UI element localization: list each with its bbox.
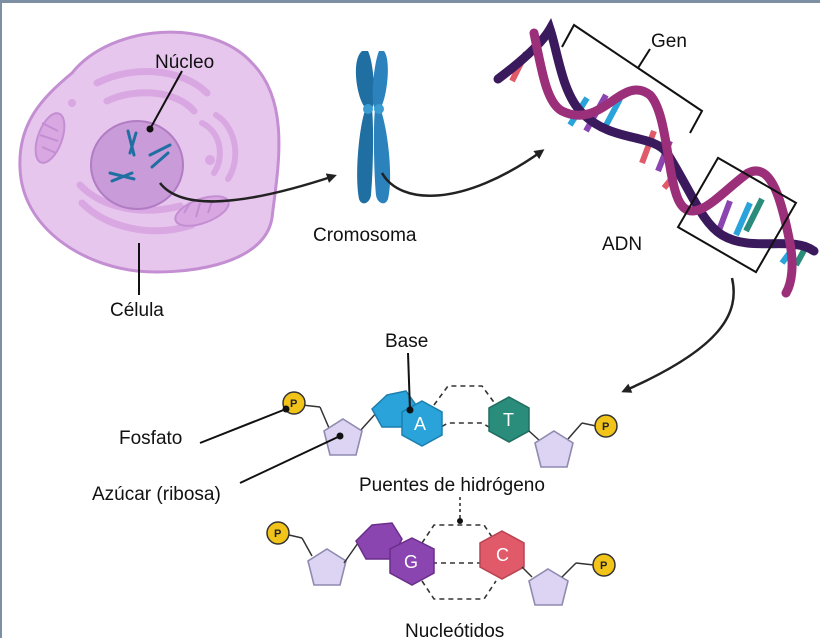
- nucleotides-label: Nucleótidos: [405, 621, 504, 638]
- gene-bracket: [561, 23, 704, 134]
- sugar-label: Azúcar (ribosa): [92, 484, 221, 505]
- phosphate-label: Fosfato: [119, 428, 182, 449]
- phosphate-icon: [592, 553, 616, 577]
- phosphate-letter: P: [274, 528, 281, 540]
- adenine-letter: A: [414, 414, 426, 434]
- arrow-cell-to-chromosome: [159, 173, 337, 203]
- centromere: [374, 104, 384, 114]
- cell-label: Célula: [110, 300, 164, 321]
- dna-label: ADN: [602, 234, 642, 255]
- thymine-base: [488, 396, 530, 443]
- guanine-letter: G: [404, 552, 418, 572]
- centromere: [363, 104, 373, 114]
- chromosome-label: Cromosoma: [313, 225, 417, 246]
- cell: Núcleo Célula: [18, 30, 281, 321]
- dna-double-helix: Gen ADN: [493, 18, 819, 298]
- arrow-chromosome-to-dna: [380, 149, 545, 197]
- sugar-pentagon: [307, 548, 347, 586]
- hydrogen-bonds-label: Puentes de hidrógeno: [359, 475, 545, 496]
- nucleus: [90, 120, 184, 210]
- cytosine-base: [479, 530, 525, 580]
- nucleus-leader-line: [149, 70, 183, 130]
- vesicle: [68, 99, 76, 107]
- sugar-leader-line: [239, 435, 341, 484]
- mini-chromosome-icon: [108, 171, 136, 183]
- phosphate-icon: [266, 521, 290, 545]
- mitochondrion: [34, 112, 66, 164]
- arrow-dna-to-nucleotides: [621, 277, 735, 393]
- sugar-leader-dot: [336, 432, 344, 440]
- sugar-pentagon: [534, 430, 574, 468]
- mini-chromosome-icon: [148, 143, 172, 169]
- golgi-apparatus: [199, 112, 239, 182]
- vesicle: [205, 155, 215, 165]
- base-label: Base: [385, 331, 428, 352]
- nucleus-leader-dot: [146, 125, 154, 133]
- nucleus-label: Núcleo: [155, 52, 214, 73]
- dna-zoom-box: [676, 156, 798, 274]
- mini-chromosome-icon: [126, 129, 138, 157]
- dna-strand-dark: [493, 18, 819, 256]
- thymine-letter: T: [503, 410, 514, 430]
- dna-strand-light: [529, 28, 797, 298]
- base-leader-line: [407, 352, 411, 411]
- guanine-base: [389, 537, 435, 586]
- phosphate-icon: [594, 414, 618, 438]
- phosphate-letter: P: [602, 421, 609, 433]
- gene-label: Gen: [651, 31, 687, 52]
- phosphate-leader-line: [199, 408, 287, 444]
- phosphate-letter: P: [600, 560, 607, 572]
- phosphate-leader-dot: [282, 405, 290, 413]
- sugar-pentagon: [528, 568, 569, 606]
- chromosome: Cromosoma: [313, 51, 417, 246]
- nucleotide-pair-gc: P G C P: [266, 521, 616, 606]
- hydrogen-bonds: [421, 524, 497, 600]
- nucleotide-pair-at: P A T P: [282, 385, 618, 468]
- base-pair-rungs: [509, 51, 811, 267]
- phosphate-letter: P: [290, 398, 297, 410]
- cytosine-letter: C: [496, 545, 509, 565]
- hydrogen-bonds: [433, 385, 497, 432]
- dna-structure-diagram: Núcleo Célula Cromosoma: [18, 18, 819, 638]
- base-leader-dot: [406, 406, 414, 414]
- hydrogen-bonds-leader-dot: [457, 518, 463, 524]
